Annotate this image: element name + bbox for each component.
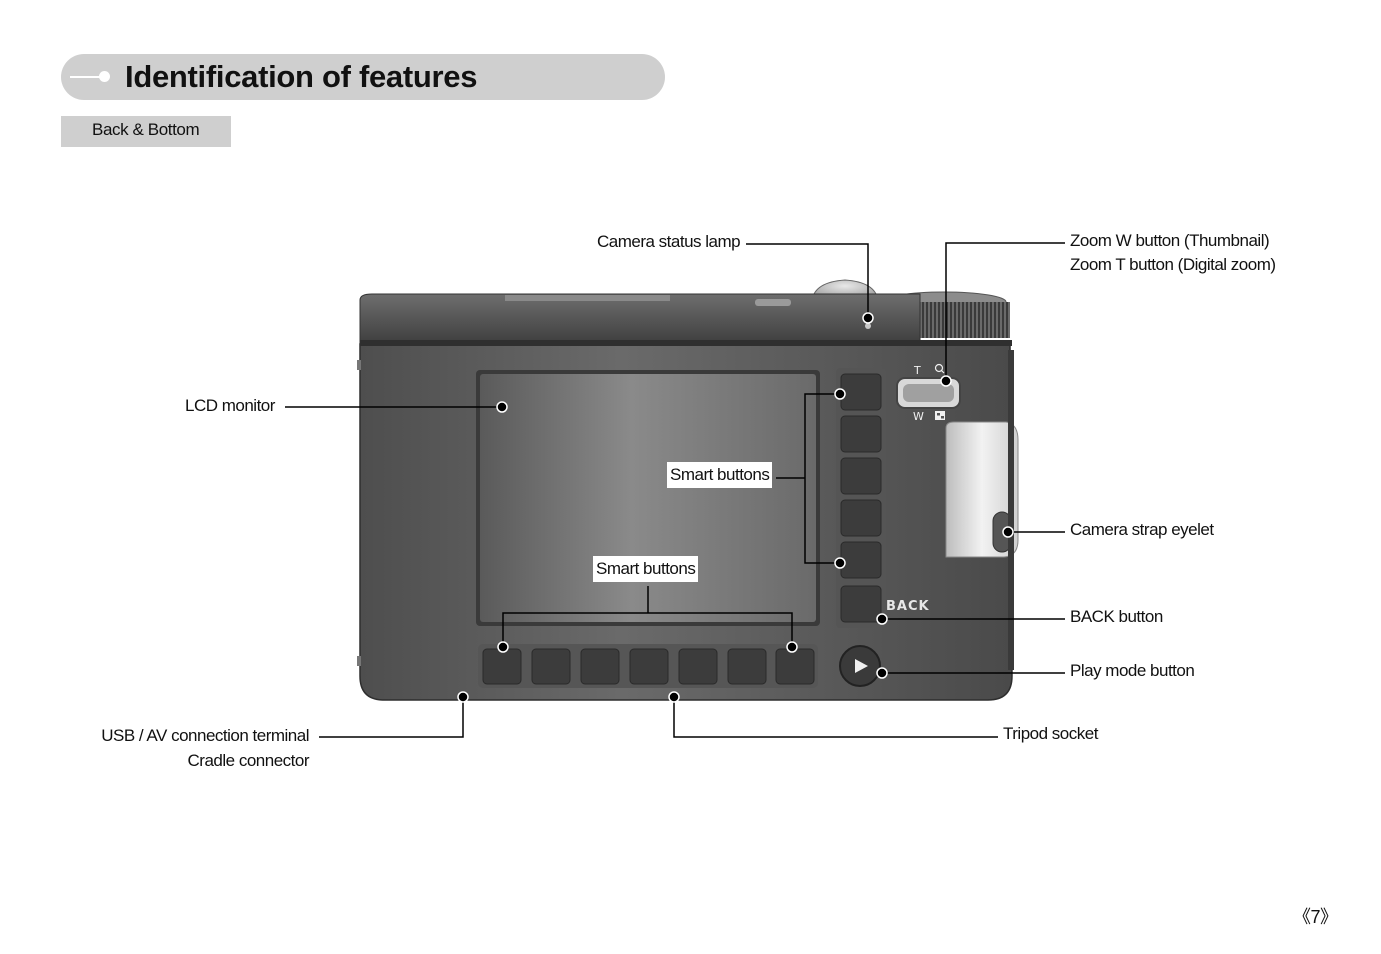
smart-button-right-5: [840, 541, 882, 579]
callout-tripod-socket: Tripod socket: [1003, 724, 1098, 743]
camera-top-plate: [359, 293, 921, 345]
callout-zoom-w: Zoom W button (Thumbnail): [1070, 231, 1270, 250]
header-bullet-dot: [99, 71, 110, 82]
smart-button-bottom-1: [482, 648, 522, 685]
page-number: 《7》: [1293, 907, 1338, 927]
smart-button-bottom-4: [629, 648, 669, 685]
callout-zoom-t: Zoom T button (Digital zoom): [1070, 255, 1276, 274]
body-seam: [360, 340, 1012, 346]
smart-button-right-2: [840, 415, 882, 453]
smart-button-bottom-3: [580, 648, 620, 685]
leader-lines: [285, 242, 1065, 738]
smart-button-right-4: [840, 499, 882, 537]
smart-button-bottom-2: [531, 648, 571, 685]
header-bar: [61, 54, 665, 100]
back-button-key: [840, 585, 882, 623]
callout-camera-status-lamp: Camera status lamp: [597, 232, 741, 251]
callout-play-mode-button: Play mode button: [1070, 661, 1195, 680]
callout-smart-buttons-right: Smart buttons: [667, 462, 773, 488]
smart-button-right-3: [840, 457, 882, 495]
smart-button-bottom-6: [727, 648, 767, 685]
top-slot: [505, 295, 670, 301]
lcd-monitor: [480, 374, 816, 622]
callout-smart-buttons-bottom: Smart buttons: [593, 556, 699, 582]
status-lamp-icon: [865, 323, 871, 329]
callout-dots: [457, 312, 1014, 703]
callout-camera-strap-eyelet: Camera strap eyelet: [1070, 520, 1214, 539]
smart-button-bottom-7: [775, 648, 815, 685]
section-tab: [61, 116, 231, 147]
smart-button-bottom-5: [678, 648, 718, 685]
zoom-w-label: W: [913, 410, 924, 423]
callout-usb-av-terminal: USB / AV connection terminal: [101, 726, 309, 745]
header-bullet-line: [70, 76, 100, 78]
magnifier-icon: [934, 363, 944, 373]
page-title: Identification of features: [125, 59, 478, 94]
back-button-label: BACK: [886, 599, 930, 614]
callout-back-button: BACK button: [1070, 607, 1163, 626]
play-icon: [855, 659, 868, 673]
mode-dial-knurl: [918, 302, 1010, 338]
callout-cradle-connector: Cradle connector: [187, 751, 310, 770]
smart-button-right-1: [840, 373, 882, 411]
section-label: Back & Bottom: [92, 120, 200, 139]
zoom-t-label: T: [913, 364, 921, 377]
power-switch: [755, 299, 791, 306]
callout-lcd-monitor: LCD monitor: [185, 396, 275, 415]
